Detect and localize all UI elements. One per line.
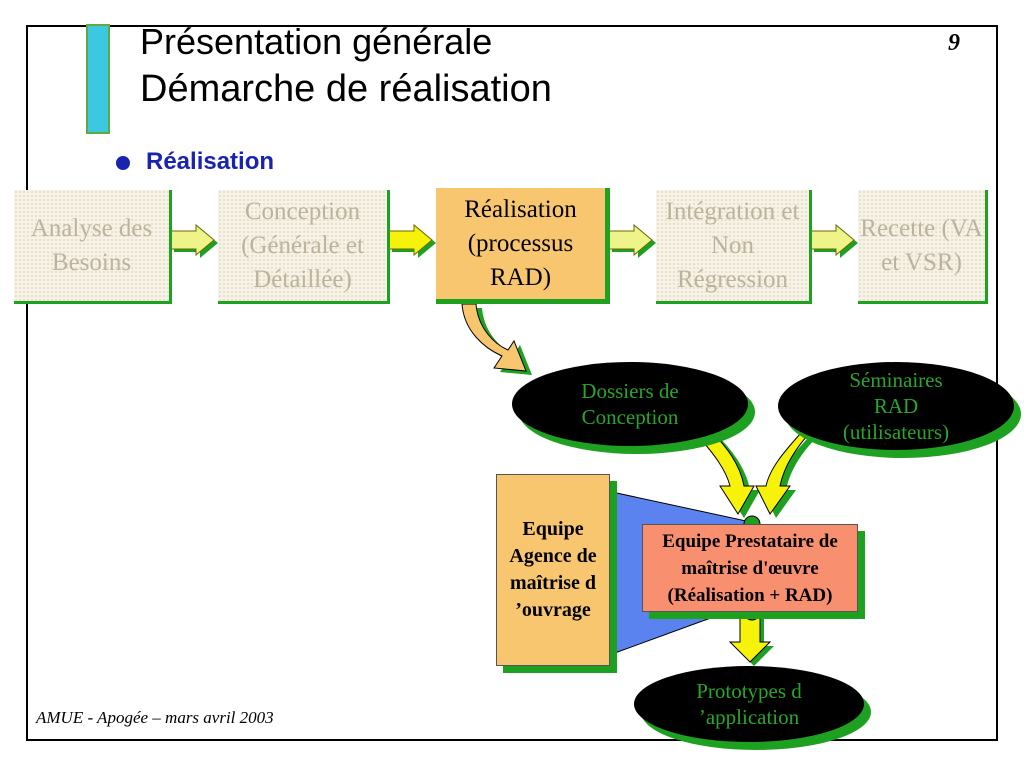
step-recette: Recette (VA et VSR): [858, 190, 988, 304]
deliverable-dossiers-conception: Dossiers de Conception: [512, 362, 748, 446]
page-number: 9: [948, 30, 960, 56]
flow-arrow-3: [607, 223, 656, 258]
deliverable-prototypes: Prototypes d ’application: [634, 666, 864, 742]
slide-subtitle: Démarche de réalisation: [140, 68, 552, 110]
flow-arrow-2: [387, 223, 436, 258]
curved-arrow-realisation: [461, 303, 532, 375]
slide-title: Présentation générale: [140, 21, 493, 62]
team-agence-label: Equipe Agence de maîtrise d ’ouvrage: [509, 518, 597, 621]
footer-text: AMUE - Apogée – mars avril 2003: [36, 708, 274, 727]
team-prestataire-label: Equipe Prestataire de maîtrise d'œuvre (…: [662, 530, 838, 606]
down-arrow-prototypes: [728, 613, 774, 666]
curved-arrow-dossiers: [697, 429, 760, 518]
step-analyse-besoins: Analyse des Besoins: [14, 190, 172, 304]
bullet-label: Réalisation: [146, 148, 275, 175]
title-accent-bar: [86, 24, 110, 134]
team-agence-box: Equipe Agence de maîtrise d ’ouvrage: [496, 474, 610, 666]
flow-arrow-1: [169, 223, 218, 258]
flow-arrow-4: [809, 223, 858, 258]
flow-arrows: [169, 223, 858, 258]
step-conception: Conception (Générale et Détaillée): [218, 190, 390, 304]
bullet-icon: [116, 156, 130, 170]
team-prestataire-box: Equipe Prestataire de maîtrise d'œuvre (…: [642, 524, 858, 612]
curved-arrow-seminaires: [755, 428, 818, 518]
step-realisation: Réalisation (processus RAD): [436, 188, 610, 304]
step-integration: Intégration et Non Régression: [656, 190, 812, 304]
deliverable-seminaires-rad: Séminaires RAD (utilisateurs): [778, 362, 1014, 450]
